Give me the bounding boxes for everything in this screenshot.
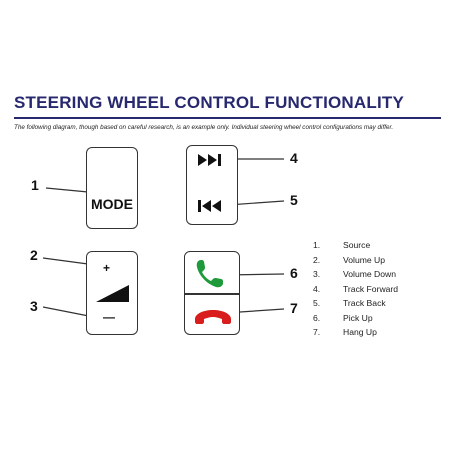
mode-button[interactable]: MODE [86,147,138,229]
legend-list: 1.Source 2.Volume Up 3.Volume Down 4.Tra… [313,238,398,340]
callout-7: 7 [290,300,298,316]
legend-item: 7.Hang Up [313,327,377,337]
callout-2: 2 [30,247,38,263]
callout-3: 3 [30,298,38,314]
callout-4: 4 [290,150,298,166]
callout-6: 6 [290,265,298,281]
mode-button-label: MODE [91,196,133,212]
legend-item: 3.Volume Down [313,269,397,279]
phone-button-divider [185,293,239,295]
callout-1: 1 [31,177,39,193]
phone-hangup-icon [195,310,231,324]
fast-forward-icon [198,154,221,166]
page-title: STEERING WHEEL CONTROL FUNCTIONALITY [14,93,405,112]
volume-ramp-icon [96,285,129,302]
legend-item: 5.Track Back [313,298,386,308]
volume-button[interactable]: + — [86,251,138,335]
volume-minus-label: — [103,310,115,324]
legend-item: 1.Source [313,240,371,250]
callout-line-1 [45,187,89,193]
volume-plus-label: + [103,261,111,275]
legend-item: 6.Pick Up [313,312,373,323]
rewind-icon [198,200,221,212]
phone-pickup-icon [196,260,223,288]
title-divider [14,117,441,119]
phone-button[interactable] [184,251,240,335]
legend-item: 4.Track Forward [313,283,399,294]
callout-5: 5 [290,192,298,208]
legend-item: 2.Volume Up [313,254,386,265]
disclaimer-text: The following diagram, though based on c… [14,124,394,131]
track-button[interactable] [186,145,238,225]
